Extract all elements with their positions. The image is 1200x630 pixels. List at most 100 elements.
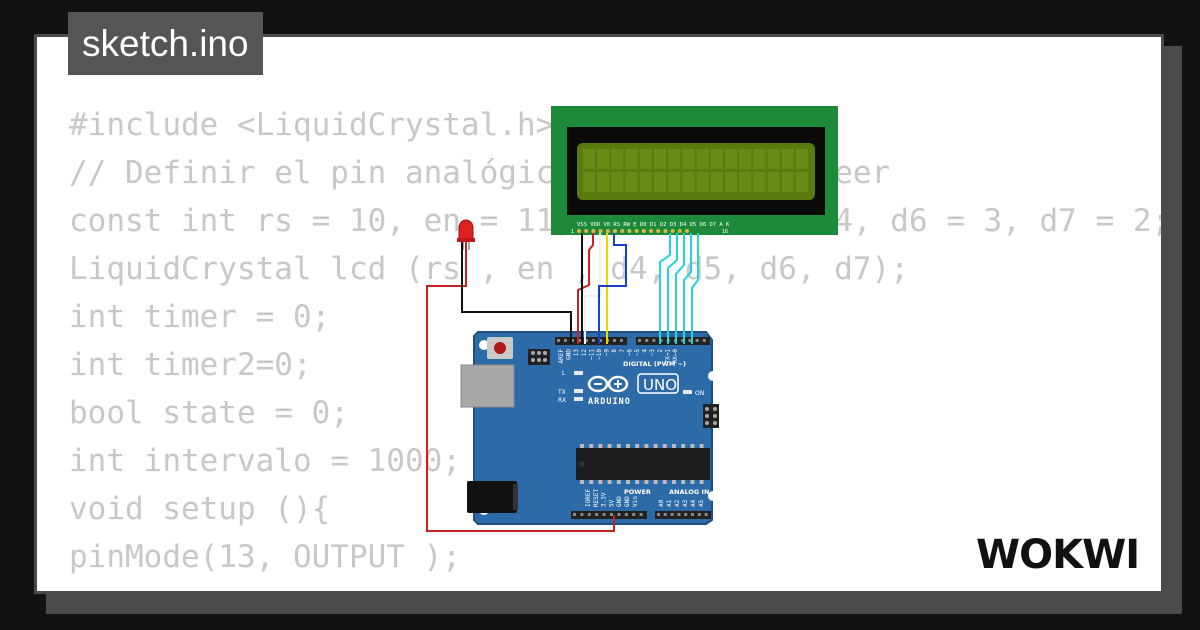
wokwi-logo-text: WOKWI [976,532,1139,578]
header-pin[interactable] [617,513,621,516]
lcd-pin[interactable] [627,229,632,233]
chip-pin [580,480,584,484]
on-led [683,390,692,394]
lcd-pin[interactable] [663,229,668,233]
header-pin[interactable] [691,513,694,516]
header-pin[interactable] [580,513,584,516]
lcd-cell [654,172,666,192]
header-pin[interactable] [620,339,623,342]
header-pin[interactable] [573,513,576,516]
header-pin[interactable] [663,513,667,516]
header-pin[interactable] [595,513,599,516]
mounting-hole [708,371,718,381]
wire-red-5v [426,242,615,532]
code-line: bool state = 0; [69,395,349,431]
header-pin[interactable] [571,339,574,342]
header-pin[interactable] [613,339,616,342]
chip-pin [598,480,603,484]
pin-label: GND [616,496,623,507]
tx-led [574,389,583,393]
header-pin[interactable] [684,513,688,516]
header-pin[interactable] [610,513,613,516]
header-pin[interactable] [602,513,606,516]
lcd-pin[interactable] [591,229,596,233]
pin-label: GND [566,349,573,360]
wire-blue-en [598,233,627,344]
header-pin[interactable] [578,339,581,342]
pin-label: Vin [632,496,639,507]
lcd-cell [583,149,595,169]
header-pin[interactable] [592,339,595,342]
chip-pin [690,480,695,484]
chip-pin [681,480,686,484]
lcd-pin[interactable] [613,229,617,233]
header-pin[interactable] [704,513,708,516]
wokwi-logo: WOKWI [976,532,1140,578]
header-pin[interactable] [659,339,663,342]
lcd-pin[interactable] [685,229,689,233]
header-pin[interactable] [695,339,699,342]
lcd-1602[interactable]: VSS VDD V0 RS RW E D0 D1 D2 D3 D4 D5 D6 … [551,106,838,235]
chip-pin [616,480,621,484]
code-listing: #include <LiquidCrystal.h>// Definir el … [69,101,1161,591]
header-pin[interactable] [599,339,602,342]
red-led[interactable] [457,219,475,250]
lcd-pin[interactable] [677,229,682,233]
header-pin[interactable] [639,513,643,516]
lcd-pin[interactable] [598,229,603,233]
reset-button-cap[interactable] [494,342,506,354]
header-pin[interactable] [657,513,660,516]
header-pin[interactable] [677,513,681,516]
pin-label: A4 [690,499,697,507]
mounting-hole [479,340,489,350]
header-pin[interactable] [702,339,706,342]
chip-pin [635,480,640,484]
lcd-pin[interactable] [634,229,639,233]
header-pin[interactable] [624,513,628,516]
wire-red-power [577,233,594,344]
lcd-pin[interactable] [670,229,675,233]
lcd-cell [710,172,723,192]
header-pin[interactable] [638,339,641,342]
wire-cyan-d7 [683,233,692,344]
lcd-pin[interactable] [649,229,653,233]
pin-label: ~9 [604,349,611,357]
header-pin[interactable] [587,513,591,516]
header-pin[interactable] [564,339,567,342]
header-pin[interactable] [652,339,656,342]
chip-pin [616,444,621,448]
lcd-pin[interactable] [620,229,625,233]
header-pin[interactable] [585,339,588,342]
digital-header-left [555,337,627,345]
lcd-cell [767,149,780,169]
l-led [574,371,583,375]
pin-label: RESET [593,489,600,507]
lcd-cell [696,149,709,169]
code-line: int timer2=0; [69,347,312,383]
rx-led [574,397,583,401]
header-pin[interactable] [645,339,649,342]
pin-label: 12 [581,349,588,357]
pin-label: ~5 [634,349,641,357]
header-pin[interactable] [681,339,685,342]
lcd-pin[interactable] [656,229,661,233]
lcd-pin[interactable] [577,229,581,233]
analog-header [655,511,711,519]
code-line: void setup (){ [69,491,331,527]
header-pin[interactable] [697,513,701,516]
lcd-pin[interactable] [641,229,646,233]
l-led-label: L [562,370,566,377]
header-pin[interactable] [688,339,692,342]
header-pin[interactable] [557,339,560,342]
header-pin[interactable] [670,513,674,516]
wire-black-led [461,242,572,344]
lcd-cell [668,149,681,169]
lcd-pin[interactable] [605,229,610,233]
lcd-pin[interactable] [584,229,589,233]
header-pin[interactable] [632,513,636,516]
wire-cyan-d4 [659,233,671,344]
chip-pins [579,444,704,484]
lcd-cell [725,172,737,192]
